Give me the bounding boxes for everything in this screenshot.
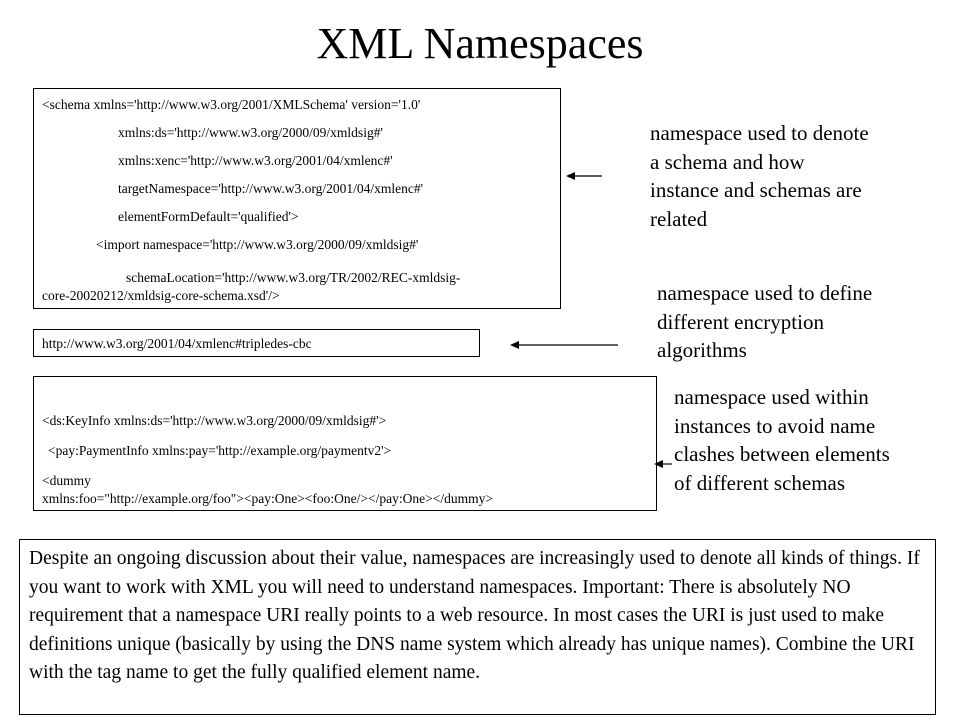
- instance-line: xmlns:foo="http://example.org/foo"><pay:…: [42, 491, 493, 506]
- slide-title: XML Namespaces: [316, 19, 644, 68]
- instance-line: <pay:PaymentInfo xmlns:pay='http://examp…: [48, 443, 392, 458]
- schema-line: xmlns:xenc='http://www.w3.org/2001/04/xm…: [118, 153, 393, 168]
- arrow-left-icon: [566, 172, 602, 180]
- schema-line: xmlns:ds='http://www.w3.org/2000/09/xmld…: [118, 125, 383, 140]
- schema-line: <import namespace='http://www.w3.org/200…: [96, 237, 419, 252]
- schema-line: schemaLocation='http://www.w3.org/TR/200…: [126, 270, 461, 285]
- instance-code-box: <ds:KeyInfo xmlns:ds='http://www.w3.org/…: [33, 376, 657, 511]
- summary-text-box: Despite an ongoing discussion about thei…: [19, 539, 936, 715]
- algorithm-namespace-note: namespace used to define different encry…: [657, 281, 873, 362]
- arrow-left-icon: [654, 460, 672, 468]
- schema-line: targetNamespace='http://www.w3.org/2001/…: [118, 181, 424, 196]
- instance-namespace-note: namespace used within instances to avoid…: [674, 385, 890, 495]
- algorithm-uri-box: http://www.w3.org/2001/04/xmlenc#tripled…: [33, 329, 480, 357]
- schema-namespace-note: namespace used to denote a schema and ho…: [650, 121, 869, 231]
- schema-line: <schema xmlns='http://www.w3.org/2001/XM…: [42, 97, 421, 112]
- schema-line: elementFormDefault='qualified'>: [118, 209, 299, 224]
- arrow-left-icon: [510, 341, 618, 349]
- schema-code-box: <schema xmlns='http://www.w3.org/2001/XM…: [33, 88, 561, 309]
- instance-line: <dummy: [42, 473, 91, 488]
- instance-line: <ds:KeyInfo xmlns:ds='http://www.w3.org/…: [42, 413, 387, 428]
- schema-line: core-20020212/xmldsig-core-schema.xsd'/>: [42, 288, 280, 303]
